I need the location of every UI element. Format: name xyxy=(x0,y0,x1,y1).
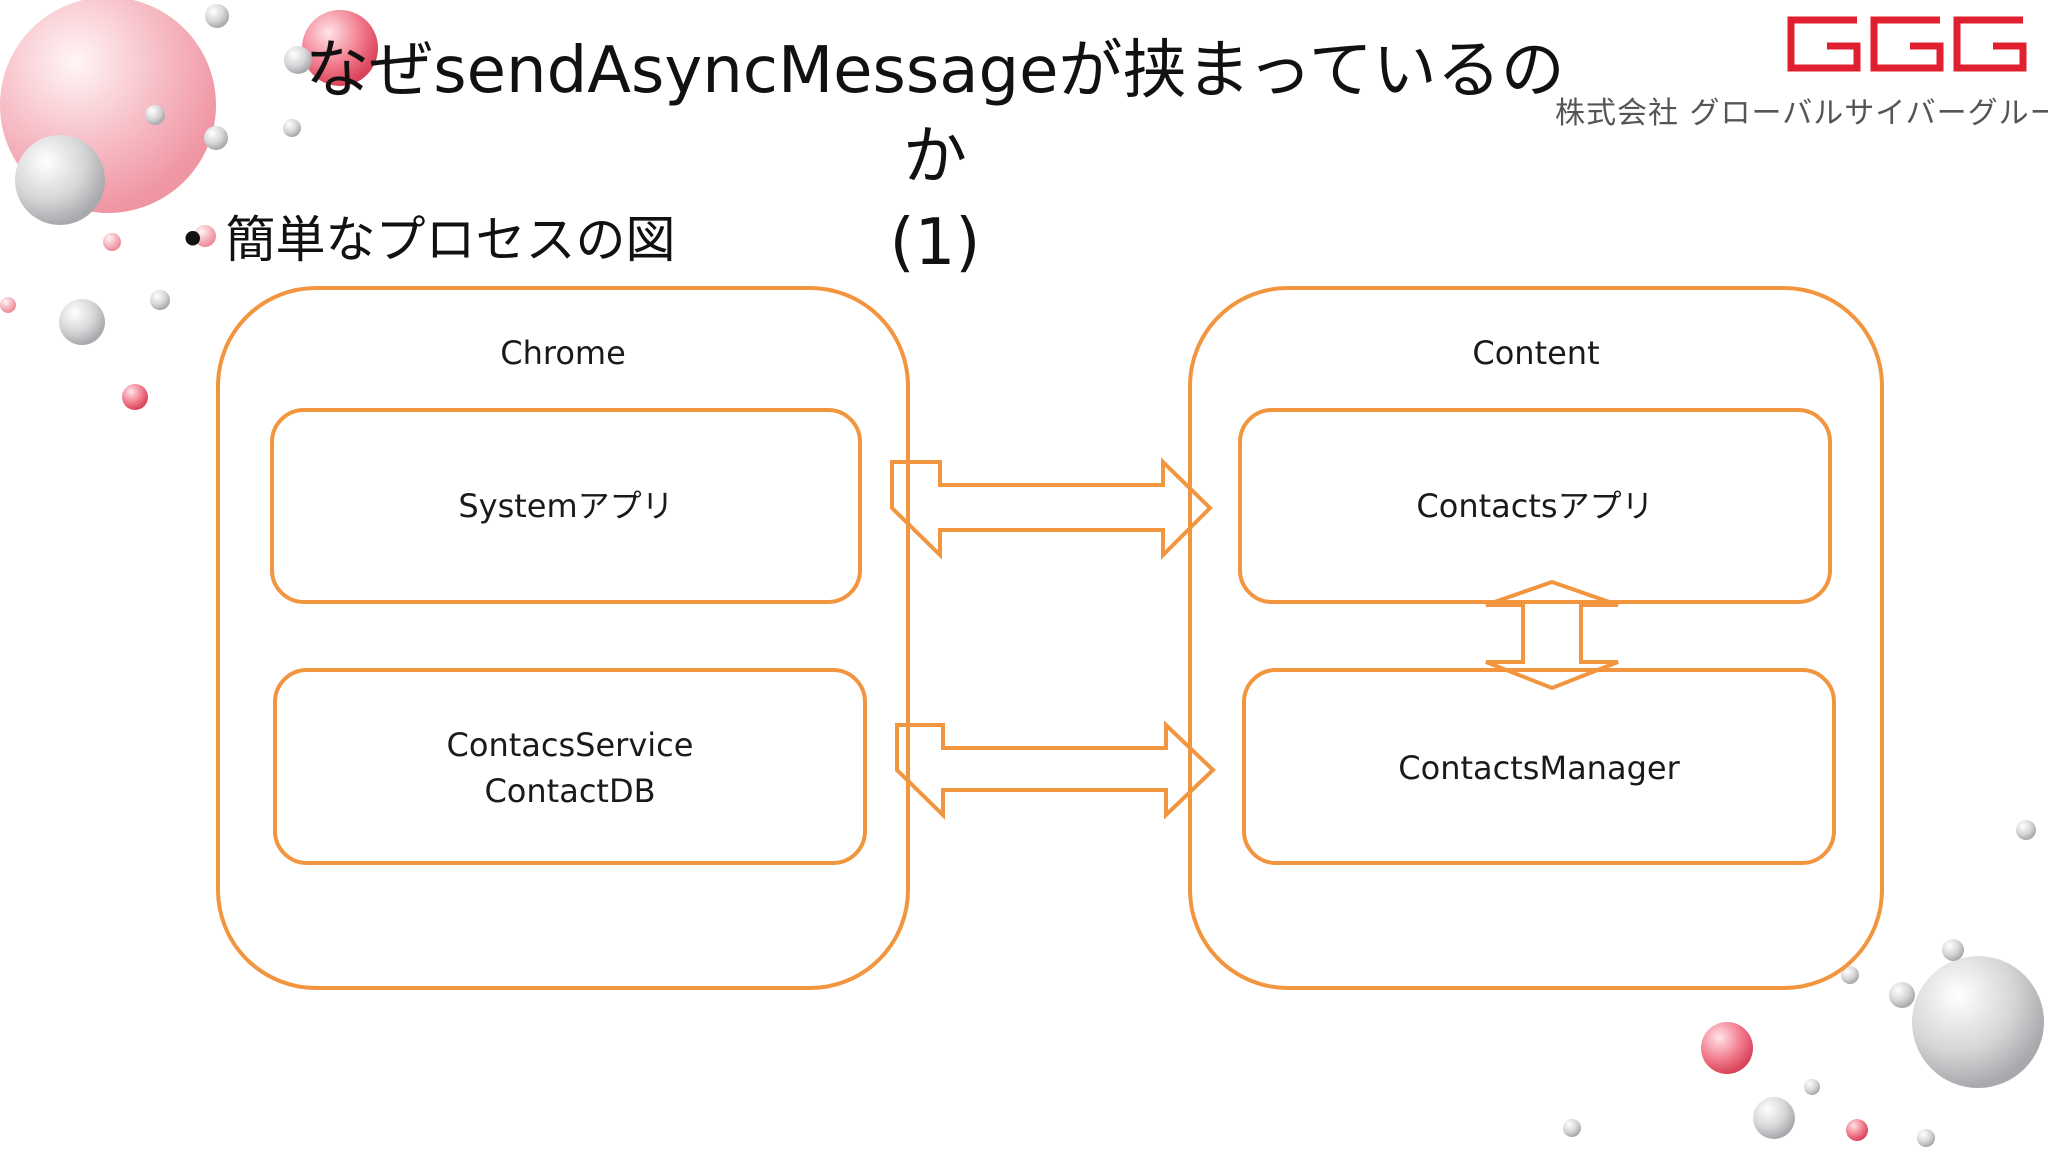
contact-db-label: ContactDB xyxy=(484,772,655,810)
bubble xyxy=(284,46,312,74)
slide-title-line1: なぜsendAsyncMessageが挟まっているのか xyxy=(305,34,1565,194)
bubble xyxy=(302,10,378,86)
contacs-service-label: ContacsService xyxy=(447,726,694,764)
content-process-label: Content xyxy=(1472,334,1599,372)
bubble xyxy=(145,105,165,125)
contacts-manager-box xyxy=(1242,668,1836,865)
double-arrow-app-manager xyxy=(1485,579,1619,691)
bubble xyxy=(205,4,229,28)
double-arrow-system-contacts xyxy=(890,457,1213,560)
double-arrow-service-manager xyxy=(895,720,1216,820)
bubble xyxy=(1889,982,1915,1008)
chrome-process-box xyxy=(216,286,910,990)
bubble xyxy=(1846,1119,1868,1141)
contacts-app-label: Contactsアプリ xyxy=(1416,487,1653,525)
bubble xyxy=(204,126,228,150)
bubble xyxy=(0,297,16,313)
bubble xyxy=(122,384,148,410)
company-logo-mark xyxy=(1787,16,2027,72)
bubble xyxy=(15,135,105,225)
content-process-box xyxy=(1188,286,1884,990)
contacts-service-box xyxy=(273,668,867,865)
bubble xyxy=(59,299,105,345)
bullet-text: 簡単なプロセスの図 xyxy=(225,211,676,269)
bubble xyxy=(1701,1022,1753,1074)
slide-title-line2: (1) xyxy=(889,206,981,280)
chrome-process-label: Chrome xyxy=(500,334,626,372)
bubble xyxy=(1942,939,1964,961)
system-app-box xyxy=(270,408,862,604)
bubble xyxy=(1841,966,1859,984)
system-app-label: Systemアプリ xyxy=(458,487,673,525)
contacts-manager-label: ContactsManager xyxy=(1398,749,1680,787)
bubble xyxy=(150,290,170,310)
bubble xyxy=(1804,1079,1820,1095)
bubble xyxy=(1563,1119,1581,1137)
bubble xyxy=(2016,820,2036,840)
company-name: 株式会社 グローバルサイバーグループ xyxy=(1555,96,2048,131)
bubble xyxy=(194,225,216,247)
bullet-dot: • xyxy=(178,211,208,269)
bubble xyxy=(1753,1097,1795,1139)
bullet-item: • 簡単なプロセスの図 xyxy=(178,205,676,275)
bubble xyxy=(1917,1129,1935,1147)
bubble xyxy=(103,233,121,251)
bubble xyxy=(283,119,301,137)
contacts-app-box xyxy=(1238,408,1832,604)
slide-title: なぜsendAsyncMessageが挟まっているのか (1) xyxy=(300,28,1570,286)
bubble xyxy=(1912,956,2044,1088)
